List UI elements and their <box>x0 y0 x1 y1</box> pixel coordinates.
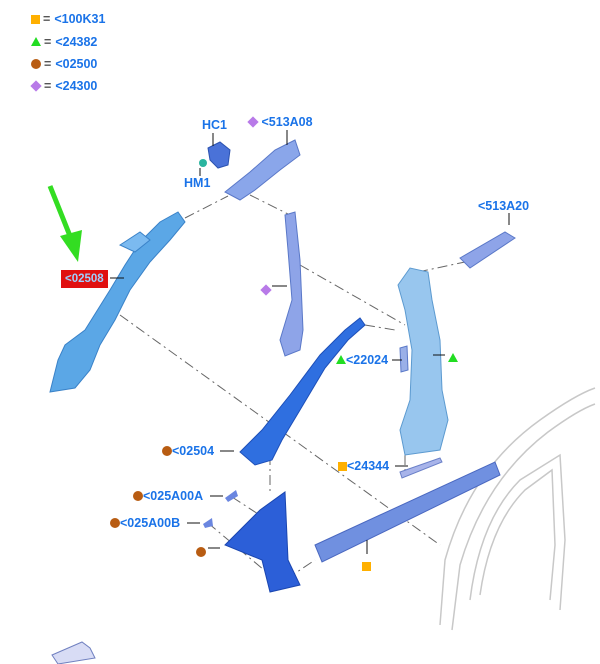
callout-24344[interactable]: <24344 <box>338 459 389 473</box>
legend-item-triangle: =<24382 <box>31 35 97 49</box>
diamond-icon <box>260 284 272 296</box>
callout-025a00a[interactable]: <025A00A <box>133 489 203 503</box>
callout-02508-highlighted[interactable]: <02508 <box>61 270 108 288</box>
car-body-outline <box>439 387 596 631</box>
square-icon <box>362 562 371 571</box>
legend-item-square: =<100K31 <box>31 12 105 26</box>
callout-circle-lower[interactable] <box>196 543 206 561</box>
circle-icon <box>133 491 143 501</box>
part-100k31-rocker[interactable] <box>314 461 501 563</box>
part-513a20[interactable] <box>459 231 516 269</box>
part-513a08[interactable] <box>224 139 301 201</box>
pointer-arrow <box>47 185 82 262</box>
triangle-icon <box>31 37 41 46</box>
circle-icon <box>162 446 172 456</box>
callout-513a08[interactable]: <513A08 <box>247 115 313 129</box>
diamond-icon <box>30 80 42 92</box>
part-02508[interactable] <box>49 211 186 393</box>
part-hm1[interactable] <box>199 159 207 167</box>
square-icon <box>338 462 347 471</box>
part-hc1[interactable] <box>207 141 231 169</box>
part-025-lower[interactable] <box>224 491 301 593</box>
part-b-pillar[interactable] <box>397 267 449 456</box>
leader-lines <box>110 130 510 554</box>
callout-02504[interactable]: <02504 <box>162 444 214 458</box>
circle-icon <box>31 59 41 69</box>
triangle-icon <box>448 353 458 362</box>
callout-025a00b[interactable]: <025A00B <box>110 516 180 530</box>
circle-icon <box>196 547 206 557</box>
callout-hm1[interactable]: HM1 <box>184 176 211 190</box>
square-icon <box>31 15 40 24</box>
triangle-icon <box>336 355 346 364</box>
callout-hc1[interactable]: HC1 <box>202 118 228 132</box>
diamond-icon <box>247 116 259 128</box>
part-025a00b[interactable] <box>203 518 213 528</box>
callout-22024[interactable]: <22024 <box>336 353 388 367</box>
callout-square-rocker[interactable] <box>362 557 371 575</box>
circle-icon <box>110 518 120 528</box>
callout-diamond-pillar[interactable] <box>260 281 272 299</box>
part-24344[interactable] <box>399 457 443 479</box>
legend-item-circle: =<02500 <box>31 57 97 71</box>
callout-triangle-b-pillar[interactable] <box>448 349 458 367</box>
direction-arrow-icon <box>51 641 96 664</box>
part-025a00a[interactable] <box>225 490 238 502</box>
part-24300-pillar[interactable] <box>279 211 304 357</box>
callout-513a20[interactable]: <513A20 <box>478 199 530 213</box>
part-02504[interactable] <box>239 317 366 466</box>
part-22024[interactable] <box>399 345 409 373</box>
legend-item-diamond: =<24300 <box>30 79 97 93</box>
